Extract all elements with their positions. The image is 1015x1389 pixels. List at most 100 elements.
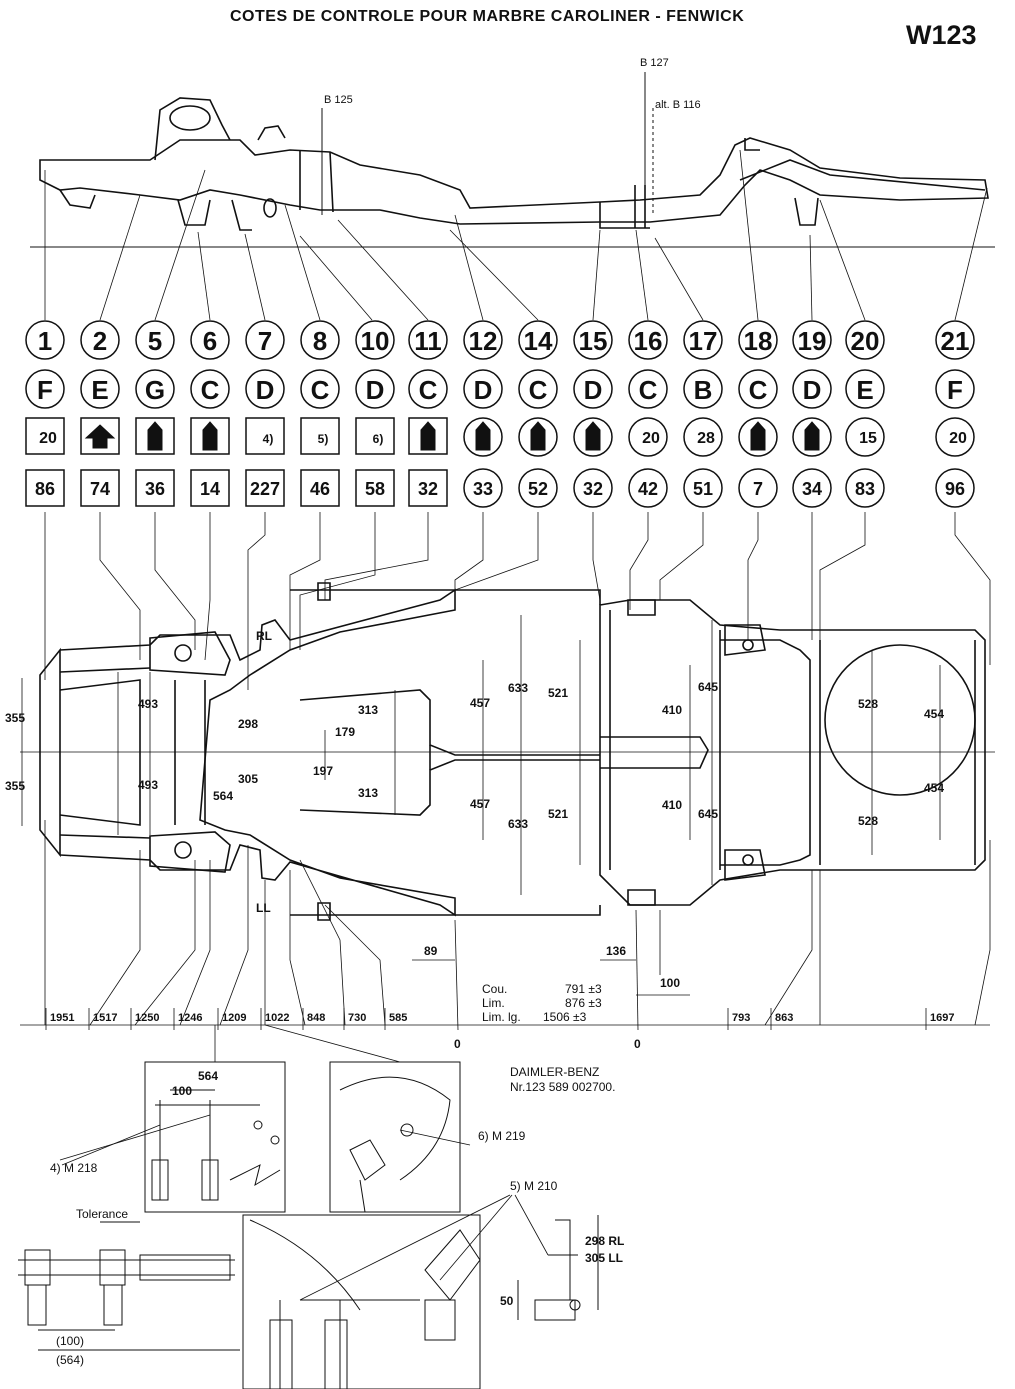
pin-icon: [202, 421, 218, 451]
dim-313-lower: 313: [358, 786, 378, 800]
dim-410-lower: 410: [662, 798, 682, 812]
ref-maker: DAIMLER-BENZ: [510, 1065, 599, 1079]
label-ll: LL: [256, 901, 271, 915]
point-number: 2: [93, 326, 107, 356]
value-cell: [738, 468, 778, 508]
dim-197: 197: [313, 764, 333, 778]
value-cell: [135, 469, 175, 507]
detail-305-ll: 305 LL: [585, 1251, 623, 1265]
point-number-circle: [845, 320, 885, 360]
detail-paren-100: (100): [56, 1334, 84, 1348]
point-letter: E: [856, 375, 873, 405]
bottom-dimension: 793: [732, 1012, 750, 1024]
point-number: 18: [744, 326, 773, 356]
side-view: [30, 72, 995, 248]
point-number-circle: [463, 320, 503, 360]
point-letter: C: [311, 375, 330, 405]
point-value: 34: [802, 479, 822, 499]
point-number-circle: [135, 320, 175, 360]
point-value: 96: [945, 479, 965, 499]
plan-view: [20, 582, 995, 921]
detail-dim-564: 564: [198, 1069, 218, 1083]
point-value: 52: [528, 479, 548, 499]
point-value: 32: [418, 479, 438, 499]
tol-label-lim: Lim.: [482, 996, 505, 1010]
point-number: 17: [689, 326, 718, 356]
tool-cell: [792, 417, 832, 457]
bottom-dimension: 1022: [265, 1012, 289, 1024]
point-letter: G: [145, 375, 165, 405]
point-number-circle: [792, 320, 832, 360]
pin-icon: [750, 421, 766, 451]
arrow-up-icon: [84, 424, 116, 449]
bottom-dimension: 863: [775, 1012, 793, 1024]
tool-cell: [355, 417, 395, 455]
bottom-dimension: 848: [307, 1012, 325, 1024]
point-number-circle: [300, 320, 340, 360]
value-cell: [190, 469, 230, 507]
point-value: 32: [583, 479, 603, 499]
dim-179: 179: [335, 725, 355, 739]
detail-50: 50: [500, 1294, 514, 1308]
point-letter: C: [419, 375, 438, 405]
point-letter: C: [201, 375, 220, 405]
dim-100: 100: [660, 976, 680, 990]
point-value: 7: [753, 479, 763, 499]
tolerance-block: Cou. 791 ±3 Lim. 876 ±3 Lim. lg. 1506 ±3: [482, 982, 602, 1024]
dim-493-lower: 493: [138, 778, 158, 792]
bottom-dimension: 1697: [930, 1012, 954, 1024]
tool-m210: 5) M 210: [510, 1179, 558, 1193]
point-number-circle: [738, 320, 778, 360]
value-cell: [683, 468, 723, 508]
tool-cell: [245, 417, 285, 455]
point-value: 227: [250, 479, 280, 499]
bottom-dimension: 1246: [178, 1012, 202, 1024]
tol-label-cou: Cou.: [482, 982, 507, 996]
pin-icon: [420, 421, 436, 451]
point-letter-circle: [935, 369, 975, 409]
point-letter: B: [694, 375, 713, 405]
dim-410-upper: 410: [662, 703, 682, 717]
bottom-dimension: 585: [389, 1012, 407, 1024]
tool-cell: [845, 417, 885, 457]
tool-cell: [80, 417, 120, 455]
point-letter-circle: [845, 369, 885, 409]
point-number: 20: [851, 326, 880, 356]
detail-298-rl: 298 RL: [585, 1234, 624, 1248]
label-rl: RL: [256, 629, 272, 643]
dim-313-upper: 313: [358, 703, 378, 717]
point-value: 33: [473, 479, 493, 499]
label-b127: B 127: [640, 57, 669, 69]
point-value: 46: [310, 479, 330, 499]
dim-454-upper: 454: [924, 707, 944, 721]
value-cell: [518, 468, 558, 508]
label-alt-b116: alt. B 116: [655, 99, 701, 111]
dim-564: 564: [213, 789, 233, 803]
point-letter-circle: [573, 369, 613, 409]
dim-645-lower: 645: [698, 807, 718, 821]
dim-633-upper: 633: [508, 681, 528, 695]
dim-298: 298: [238, 717, 258, 731]
point-number-circle: [935, 320, 975, 360]
point-number: 6: [203, 326, 217, 356]
point-letter-circle: [190, 369, 230, 409]
bottom-dimension: 1250: [135, 1012, 159, 1024]
plan-leaders: [20, 512, 991, 1031]
point-value: 83: [855, 479, 875, 499]
tool-code: 5): [318, 432, 329, 446]
tool-cell: [463, 417, 503, 457]
value-cell: [355, 469, 395, 507]
tool-m218: 4) M 218: [50, 1161, 98, 1175]
tool-code: 28: [697, 430, 715, 447]
point-letter-circle: [792, 369, 832, 409]
tol-value-cou: 791 ±3: [565, 982, 602, 996]
